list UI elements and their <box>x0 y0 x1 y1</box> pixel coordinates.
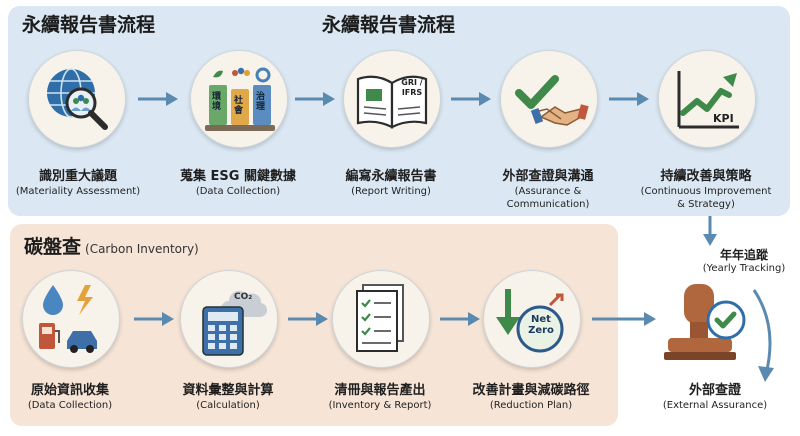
kpi-text: KPI <box>713 112 734 125</box>
calculation-label-en: (Calculation) <box>196 400 260 411</box>
esg-data-label-en: (Data Collection) <box>195 186 281 197</box>
co2-text: CO₂ <box>234 292 253 302</box>
arrow-right-icon <box>438 310 482 328</box>
raw-data-label: 原始資訊收集 (Data Collection) <box>0 382 145 412</box>
raw-data-label-zh: 原始資訊收集 <box>30 383 109 398</box>
assurance-label-en: (Assurance & Communication) <box>506 186 590 210</box>
report-writing-label-zh: 編寫永續報告書 <box>345 169 437 184</box>
inventory-label-en: (Inventory & Report) <box>328 400 432 411</box>
arrow-right-icon <box>136 90 180 108</box>
checklist-document-icon <box>356 284 404 352</box>
arrow-right-icon <box>132 310 176 328</box>
arrow-right-icon <box>293 90 337 108</box>
improvement-label: 持續改善與策略 (Continuous Improvement & Strate… <box>631 168 781 211</box>
raw-data-label-en: (Data Collection) <box>27 400 113 411</box>
esg-pillars-icon <box>205 67 275 131</box>
yearly-tracking-zh: 年年追蹤 <box>719 248 768 262</box>
external-assurance-label: 外部查證 (External Assurance) <box>640 382 790 412</box>
reduction-plan-step-circle <box>483 270 581 368</box>
assurance-step-circle <box>500 50 598 148</box>
pillar-environment-label: 環境 <box>212 92 222 112</box>
external-assurance-zh: 外部查證 <box>688 383 741 398</box>
pillar-governance-label: 治理 <box>256 92 266 112</box>
carbon-title: 碳盤查(Carbon Inventory) <box>24 232 199 259</box>
globe-magnifier-icon <box>47 68 108 130</box>
pillar-social-label: 社會 <box>234 96 244 116</box>
book-gri-line1: GRI / <box>401 78 423 87</box>
arrow-right-icon <box>607 90 651 108</box>
check-handshake-icon <box>515 75 589 126</box>
book-gri-text: GRI / IFRS <box>398 78 426 98</box>
inventory-label-zh: 清冊與報告產出 <box>334 383 426 398</box>
improvement-label-zh: 持續改善與策略 <box>660 169 752 184</box>
open-book-icon <box>356 75 428 129</box>
inventory-step-circle <box>332 270 430 368</box>
reduction-plan-label-zh: 改善計畫與減碳路徑 <box>472 383 590 398</box>
calculator-cloud-icon <box>202 291 268 356</box>
net-zero-text: Net Zero <box>522 314 560 336</box>
yearly-tracking-label: 年年追蹤 (Yearly Tracking) <box>692 246 796 274</box>
arrow-right-icon <box>590 310 660 328</box>
raw-data-step-circle <box>22 270 120 368</box>
inventory-label: 清冊與報告產出 (Inventory & Report) <box>305 382 455 412</box>
esg-data-step-circle <box>190 50 288 148</box>
book-gri-line2: IFRS <box>401 88 423 97</box>
reduction-plan-label-en: (Reduction Plan) <box>489 400 573 411</box>
calculation-label-zh: 資料彙整與計算 <box>182 383 274 398</box>
external-assurance-en: (External Assurance) <box>662 400 768 411</box>
esg-data-label-zh: 蒐集 ESG 關鍵數據 <box>180 169 296 184</box>
arrow-down-icon <box>701 214 719 248</box>
assurance-label-zh: 外部查證與溝通 <box>502 169 594 184</box>
materiality-label-zh: 識別重大議題 <box>38 169 117 184</box>
carbon-title-en: (Carbon Inventory) <box>85 242 199 256</box>
net-zero-line1: Net <box>531 314 551 325</box>
reduction-plan-label: 改善計畫與減碳路徑 (Reduction Plan) <box>456 382 606 412</box>
materiality-label: 識別重大議題 (Materiality Assessment) <box>3 168 153 198</box>
arrow-right-icon <box>449 90 493 108</box>
net-zero-line2: Zero <box>528 325 554 336</box>
materiality-step-circle <box>28 50 126 148</box>
utilities-icon <box>39 285 97 353</box>
stamp-check-icon <box>660 278 760 378</box>
improvement-label-en: (Continuous Improvement & Strategy) <box>640 186 772 210</box>
esg-title-center: 永續報告書流程 <box>322 14 456 36</box>
yearly-tracking-en: (Yearly Tracking) <box>702 263 786 274</box>
esg-title-left: 永續報告書流程 <box>22 14 156 36</box>
materiality-label-en: (Materiality Assessment) <box>15 186 141 197</box>
esg-data-label: 蒐集 ESG 關鍵數據 (Data Collection) <box>163 168 313 198</box>
calculation-step-circle <box>180 270 278 368</box>
net-zero-target-icon <box>496 289 564 353</box>
carbon-title-zh: 碳盤查 <box>24 236 82 258</box>
report-writing-label-en: (Report Writing) <box>351 186 431 197</box>
arrow-right-icon <box>286 310 330 328</box>
improvement-step-circle <box>658 50 756 148</box>
report-writing-step-circle <box>343 50 441 148</box>
curved-arrow-icon <box>748 286 784 386</box>
report-writing-label: 編寫永續報告書 (Report Writing) <box>316 168 466 198</box>
assurance-label: 外部查證與溝通 (Assurance & Communication) <box>473 168 623 211</box>
calculation-label: 資料彙整與計算 (Calculation) <box>153 382 303 412</box>
kpi-growth-chart-icon <box>677 71 739 129</box>
